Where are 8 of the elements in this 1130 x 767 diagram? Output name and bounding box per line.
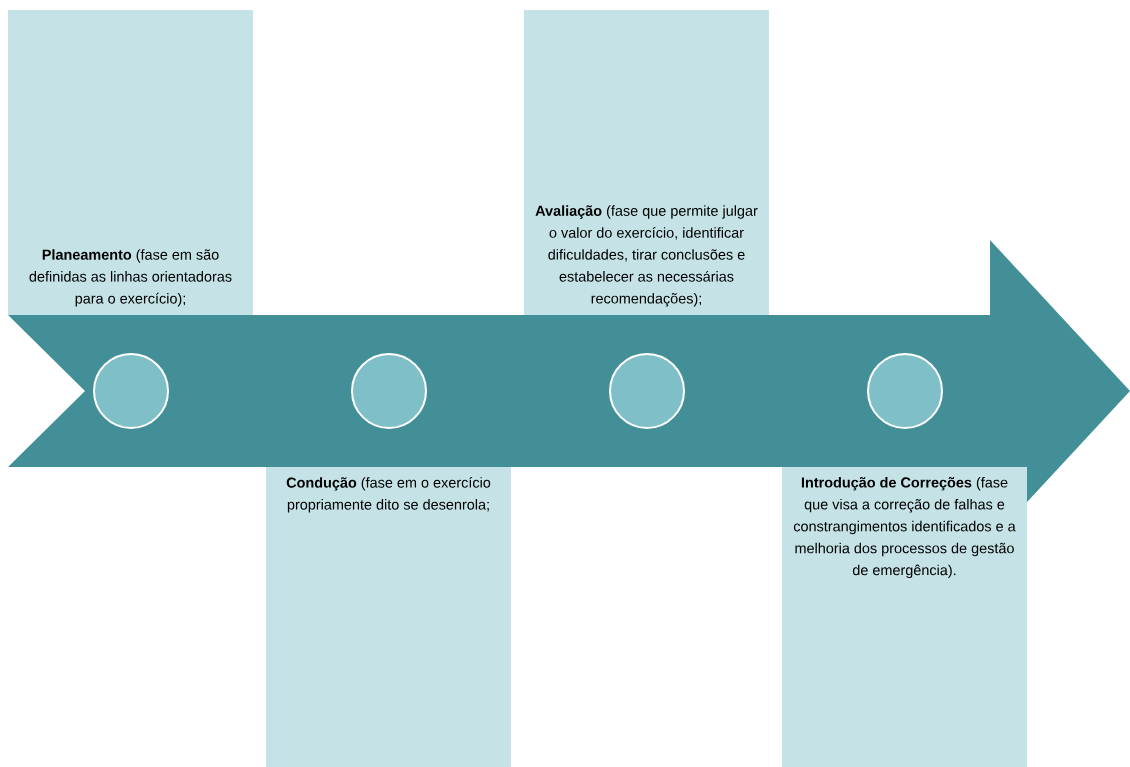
phase-box: Planeamento (fase em são definidas as linhas orientadoras para o exercício); <box>8 10 253 315</box>
circle-marker <box>93 353 169 429</box>
phase-box: Condução (fase em o exercício propriamente dito se desenrola; <box>266 467 511 767</box>
circle-marker <box>867 353 943 429</box>
circle-marker <box>609 353 685 429</box>
phase-box: Avaliação (fase que permite julgar o valor do exercício, identificar dificuldades, tirar conclusões e estabelecer as necessárias recomendações); <box>524 10 769 315</box>
phase-box: Introdução de Correções (fase que visa a correção de falhas e constrangimentos identificados e a melhoria dos processos de gestão de emergência). <box>782 467 1027 767</box>
circle-marker <box>351 353 427 429</box>
